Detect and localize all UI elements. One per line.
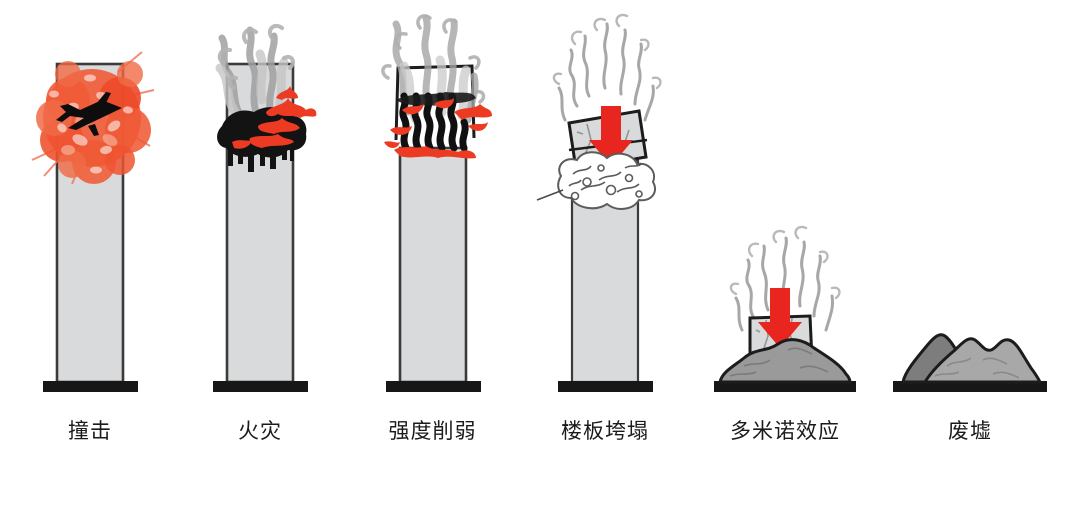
smoke-wisps-icon <box>557 22 655 122</box>
smoke-plume-light <box>215 49 289 117</box>
stage-label-impact: 撞击 <box>68 419 112 443</box>
stage-illustration-impact <box>10 0 170 470</box>
base-slab-floor-collapse <box>558 381 653 392</box>
stage-illustration-rubble <box>885 0 1055 470</box>
stage-panel-domino-effect: 多米诺效应 <box>700 0 870 527</box>
base-slab-fire <box>213 381 308 392</box>
stage-label-floor-collapse: 楼板垮塌 <box>561 419 649 443</box>
stage-panel-floor-collapse: 楼板垮塌 <box>525 0 685 527</box>
base-slab-strength-reduction <box>386 381 481 392</box>
debris-cloud-icon <box>536 151 657 210</box>
base-slab-rubble <box>893 381 1047 392</box>
stage-illustration-strength-reduction <box>350 0 515 470</box>
stage-label-strength-reduction: 强度削弱 <box>388 419 477 443</box>
tower-strength-reduction <box>398 146 468 384</box>
stage-panel-impact: 撞击 <box>10 0 170 527</box>
smoke-wisp-curls <box>552 13 662 90</box>
smoke-wisp-curls <box>729 225 841 300</box>
stage-label-rubble: 废墟 <box>948 419 992 443</box>
rubble-mound-icon <box>718 338 852 384</box>
aircraft-silhouette-icon <box>56 92 122 136</box>
base-slab-domino-effect <box>714 381 856 392</box>
flames-icon <box>232 86 317 149</box>
stage-label-fire: 火灾 <box>238 419 282 443</box>
flames-icon <box>384 98 492 159</box>
smoke-curl-detail <box>381 14 486 104</box>
base-slab-impact <box>43 381 138 392</box>
stage-illustration-floor-collapse <box>525 0 685 470</box>
charred-slab <box>396 92 476 106</box>
stage-illustration-domino-effect <box>700 0 870 470</box>
rubble-mound-front <box>922 337 1043 384</box>
stage-panel-strength-reduction: 强度削弱 <box>350 0 515 527</box>
down-arrow-icon <box>758 288 802 348</box>
stage-panel-rubble: 废墟 <box>885 0 1055 527</box>
down-arrow-icon <box>589 106 633 166</box>
stage-illustration-fire <box>180 0 340 470</box>
stage-panel-fire: 火灾 <box>180 0 340 527</box>
smoke-curl-detail <box>217 23 295 90</box>
stage-label-domino-effect: 多米诺效应 <box>730 419 840 443</box>
smoke-wisps-icon <box>734 236 834 332</box>
